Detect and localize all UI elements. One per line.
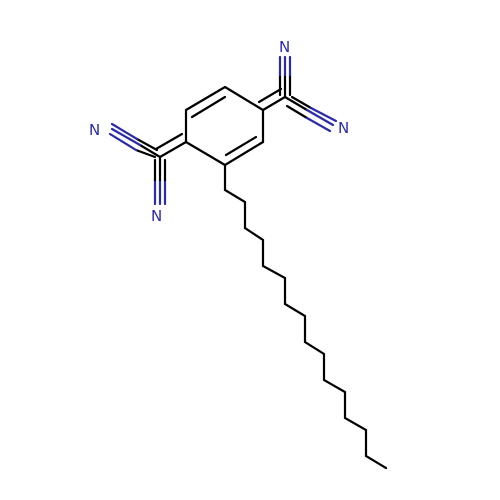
dicyanomethylene-left: [108, 122, 188, 206]
nitrogen-label-bottom: N: [151, 207, 162, 225]
ring-bond-c1-c2: [184, 85, 227, 112]
ring-bond-c5-c6: [184, 140, 227, 167]
ring-bond-c4-c5-inner: [224, 135, 258, 157]
cyano-group-left-up: [108, 122, 162, 159]
nitrogen-label-right: N: [338, 119, 349, 137]
nitrogen-label-top: N: [279, 38, 290, 56]
ring-bond-c2-c3: [223, 85, 265, 112]
exocyclic-double-bond-left-second: [154, 132, 184, 151]
ring-bond-c1-c2-inner: [190, 95, 227, 119]
dicyanomethylene-top: [257, 55, 338, 133]
quinoid-ring: [184, 85, 265, 167]
nitrogen-label-left: N: [89, 121, 100, 139]
exocyclic-double-bond-left: [158, 140, 188, 159]
dodecyl-chain: [223, 163, 388, 470]
exocyclic-double-bond-top: [261, 95, 287, 112]
cyano-group-top-up: [278, 55, 292, 99]
cyano-group-left-down: [153, 155, 167, 206]
ring-bond-c4-c5: [223, 140, 265, 167]
exocyclic-double-bond-top-second: [257, 87, 283, 104]
cyano-group-top-right: [283, 95, 338, 133]
